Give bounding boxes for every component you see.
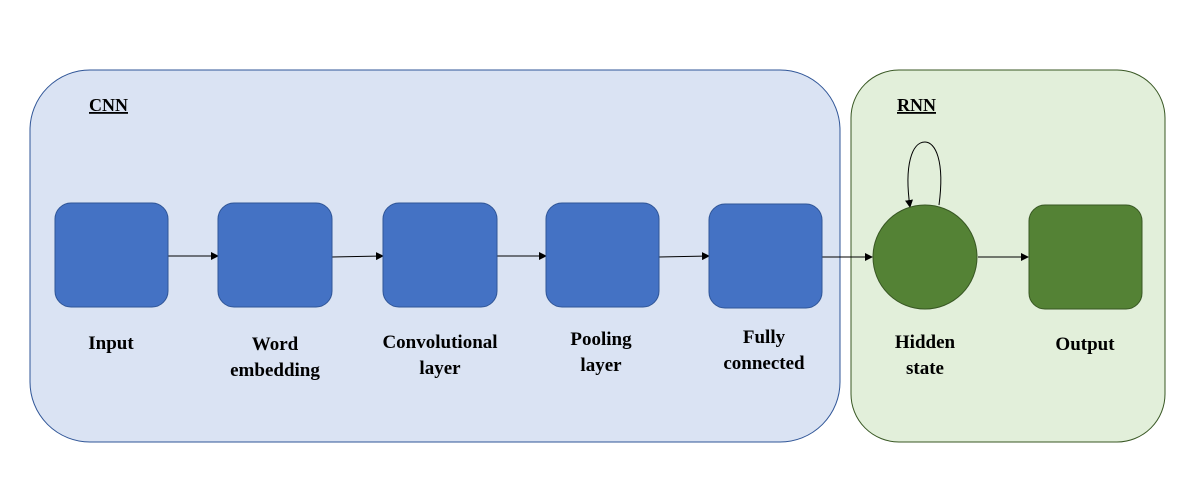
- fc-label-line1: Fully: [743, 327, 786, 348]
- pool-label-line1: Pooling: [570, 329, 632, 350]
- input-node: [54, 202, 169, 308]
- embedding-label-line2: embedding: [230, 360, 320, 381]
- rnn-group: [850, 69, 1166, 443]
- edge-embedding-conv: [331, 252, 384, 261]
- edge-pool-fc: [658, 252, 710, 261]
- conv-label-line2: layer: [419, 358, 461, 379]
- output-node: [1028, 204, 1143, 310]
- pool-label-line2: layer: [580, 355, 622, 376]
- hidden-state-node: [872, 204, 978, 310]
- conv-node: [382, 202, 498, 308]
- hidden-label-line1: Hidden: [895, 332, 956, 353]
- fc-label-line2: connected: [723, 353, 805, 374]
- rnn-group-title: RNN: [897, 95, 936, 115]
- embedding-node: [217, 202, 333, 308]
- cnn-group-title: CNN: [89, 95, 128, 115]
- fc-node: [708, 203, 823, 309]
- output-label: Output: [1055, 334, 1115, 355]
- edge-hidden-self-loop: [905, 141, 942, 208]
- embedding-label-line1: Word: [252, 334, 299, 355]
- conv-label-line1: Convolutional: [382, 332, 497, 353]
- hidden-label-line2: state: [906, 358, 944, 379]
- pool-node: [545, 202, 660, 308]
- input-label: Input: [88, 333, 134, 354]
